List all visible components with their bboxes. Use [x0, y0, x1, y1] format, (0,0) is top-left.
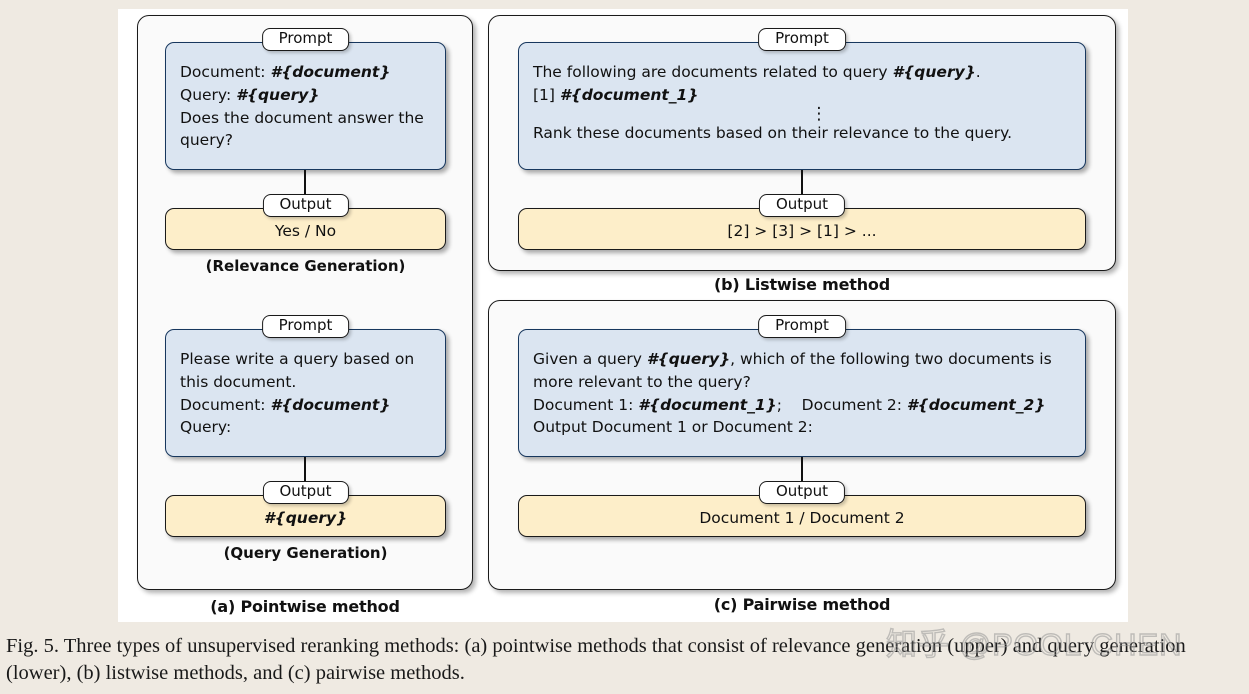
prompt-text-relevance-generation: Document: #{document} Query: #{query} Do…: [166, 43, 445, 152]
prompt-box-relevance-generation: Prompt Document: #{document} Query: #{qu…: [165, 28, 446, 170]
prompt-line: [1] #{document_1}: [533, 85, 699, 104]
prompt-text-pairwise: Given a query #{query}, which of the fol…: [519, 330, 1085, 439]
output-tab-label: Output: [758, 194, 846, 217]
prompt-tab-label: Prompt: [758, 315, 846, 338]
prompt-line: The following are documents related to q…: [533, 63, 981, 81]
prompt-box-query-generation: Prompt Please write a query based on thi…: [165, 315, 446, 457]
figure-canvas: Prompt Document: #{document} Query: #{qu…: [118, 9, 1128, 622]
prompt-line: Document: #{document}: [180, 395, 391, 414]
flow-pairwise: Prompt Given a query #{query}, which of …: [518, 315, 1086, 537]
prompt-text-listwise: The following are documents related to q…: [519, 43, 1085, 145]
prompt-line: Document: #{document}: [180, 63, 391, 81]
prompt-tab-label: Prompt: [758, 28, 846, 51]
prompt-text-query-generation: Please write a query based on this docum…: [166, 330, 445, 439]
prompt-tab-label: Prompt: [261, 28, 350, 51]
prompt-line: Document 1: #{document_1}; Document 2: #…: [533, 395, 1046, 414]
output-box-relevance-generation: Output Yes / No: [165, 194, 446, 250]
output-text-relevance-generation: Yes / No: [274, 222, 337, 240]
subsection-caption-relevance-generation: (Relevance Generation): [205, 257, 406, 275]
figure-caption: Fig. 5. Three types of unsupervised rera…: [6, 635, 1186, 685]
output-text-query-generation: #{query}: [263, 509, 348, 527]
subsection-caption-query-generation: (Query Generation): [223, 544, 388, 562]
output-tab-label: Output: [262, 194, 349, 217]
prompt-box-pairwise: Prompt Given a query #{query}, which of …: [518, 315, 1086, 457]
panel-caption-pairwise: (c) Pairwise method: [713, 595, 891, 614]
output-box-pairwise: Output Document 1 / Document 2: [518, 481, 1086, 537]
prompt-line: Please write a query based on this docum…: [180, 350, 415, 391]
output-box-query-generation: Output #{query}: [165, 481, 446, 537]
vertical-ellipsis: ⋮: [810, 103, 828, 124]
prompt-box-listwise: Prompt The following are documents relat…: [518, 28, 1086, 170]
prompt-line: Output Document 1 or Document 2:: [533, 418, 813, 437]
output-box-listwise: Output [2] > [3] > [1] > ...: [518, 194, 1086, 250]
flow-relevance-generation: Prompt Document: #{document} Query: #{qu…: [165, 28, 446, 275]
output-text-listwise: [2] > [3] > [1] > ...: [727, 222, 877, 240]
output-text-pairwise: Document 1 / Document 2: [699, 509, 905, 527]
prompt-line: Does the document answer the query?: [180, 108, 424, 150]
output-tab-label: Output: [758, 481, 846, 504]
flow-listwise: Prompt The following are documents relat…: [518, 28, 1086, 250]
prompt-line: Rank these documents based on their rele…: [533, 123, 1013, 142]
output-tab-label: Output: [262, 481, 349, 504]
prompt-line: Query: #{query}: [180, 85, 320, 104]
prompt-line: Given a query #{query}, which of the fol…: [533, 350, 1052, 391]
panel-caption-listwise: (b) Listwise method: [714, 275, 890, 294]
prompt-line: Query:: [180, 418, 232, 437]
prompt-tab-label: Prompt: [261, 315, 350, 338]
flow-query-generation: Prompt Please write a query based on thi…: [165, 315, 446, 562]
panel-caption-pointwise: (a) Pointwise method: [210, 597, 400, 616]
